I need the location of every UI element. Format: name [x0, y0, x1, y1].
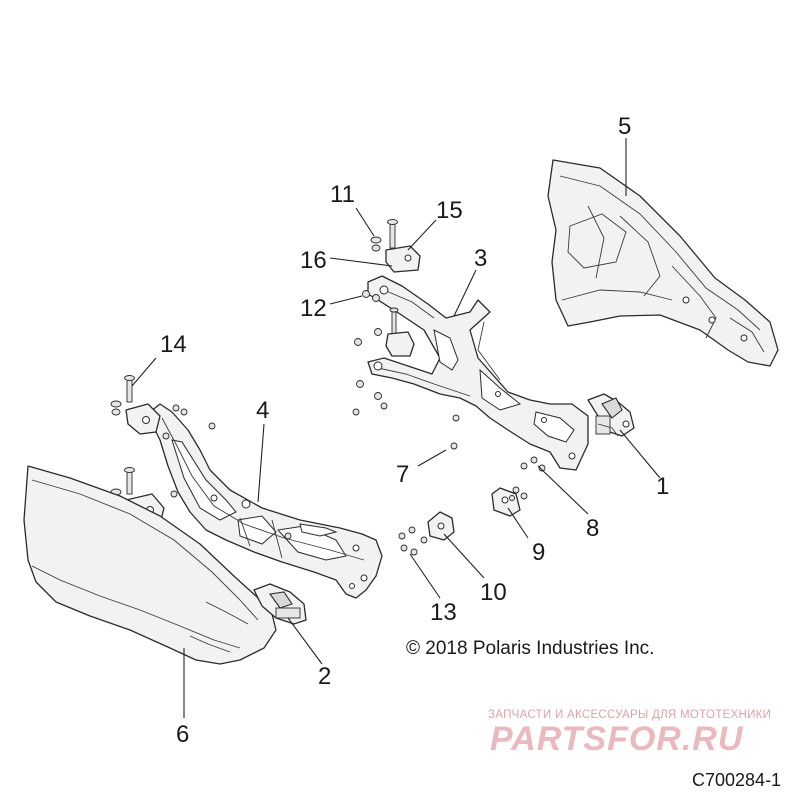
part-2-latch: [253, 583, 307, 625]
callout-1: 1: [656, 473, 669, 500]
part-3-upper-door-frame: [367, 275, 589, 471]
leader-10: [443, 533, 485, 579]
leader-8: [537, 465, 589, 515]
part-6-lower-door-panel: [23, 465, 277, 665]
leader-1: [619, 429, 661, 479]
leader-2: [287, 617, 323, 665]
callout-2: 2: [318, 663, 331, 690]
leader-15: [407, 219, 437, 251]
part-1-latch: [587, 393, 635, 437]
callout-5: 5: [618, 113, 631, 140]
callout-13: 13: [430, 599, 457, 626]
part-4-lower-door-frame: [149, 403, 383, 599]
leader-14: [131, 357, 157, 387]
hinge-fasteners-upper: [352, 219, 460, 450]
part-10-plate: [420, 511, 455, 544]
leader-13: [409, 553, 441, 599]
callout-9: 9: [532, 539, 545, 566]
callout-7: 7: [396, 461, 409, 488]
leader-3: [453, 269, 477, 317]
watermark-brand: PARTSFOR.RU: [490, 720, 744, 758]
watermark: ЗАПЧАСТИ И АКСЕССУАРЫ ДЛЯ МОТОТЕХНИКИ PA…: [488, 709, 771, 758]
leader-12: [329, 295, 363, 305]
part-5-door-panel: [547, 159, 779, 367]
leader-7: [417, 449, 447, 467]
leader-lines: [131, 138, 661, 718]
part-8-screws: [520, 456, 546, 472]
leader-4: [257, 423, 265, 503]
callout-4: 4: [256, 397, 269, 424]
callout-6: 6: [176, 721, 189, 748]
callout-15: 15: [436, 197, 463, 224]
callout-14: 14: [160, 331, 187, 358]
callout-8: 8: [586, 515, 599, 542]
leader-16: [329, 257, 393, 267]
copyright-notice: © 2018 Polaris Industries Inc.: [406, 638, 654, 659]
leader-11: [355, 207, 375, 237]
callout-12: 12: [300, 295, 327, 322]
leader-9: [507, 507, 529, 539]
callout-16: 16: [300, 247, 327, 274]
figure-id: C700284-1: [692, 770, 781, 790]
part-13-screws: [398, 526, 418, 556]
callout-11: 11: [330, 181, 355, 208]
part-9-bracket: [491, 486, 528, 517]
callout-3: 3: [474, 245, 487, 272]
watermark-tagline: ЗАПЧАСТИ И АКСЕССУАРЫ ДЛЯ МОТОТЕХНИКИ: [488, 709, 771, 721]
callout-10: 10: [480, 579, 507, 606]
callout-numbers: 1 2 3 4 5 6 7 8 9 10 11 12 13 14 15 16: [160, 113, 669, 748]
